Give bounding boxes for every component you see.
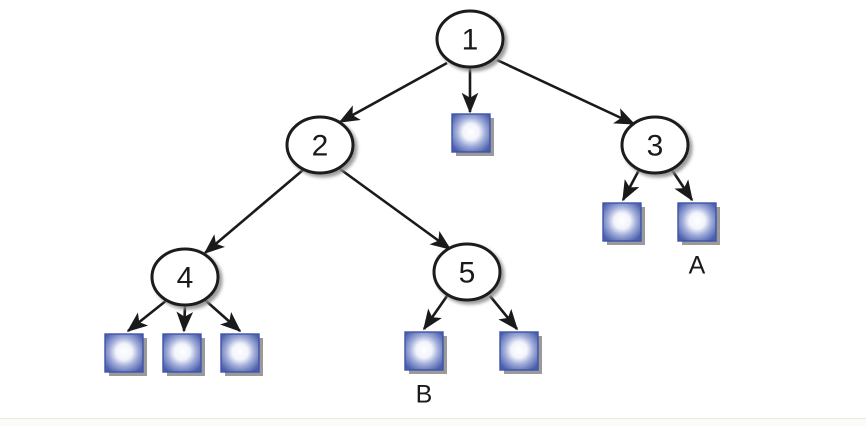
internal-node-4[interactable]: 4 [150, 247, 220, 307]
leaf-node[interactable] [677, 202, 720, 245]
node-label: 1 [462, 24, 479, 57]
node-label: 3 [647, 130, 664, 163]
leaf-caption-A: A [689, 252, 706, 280]
leaf-node[interactable] [451, 113, 494, 156]
tree-edge-n4-to-leaf-n4-c3 [204, 299, 242, 333]
footer-strip [0, 419, 866, 426]
tree-edge-n1-to-n2 [338, 61, 448, 124]
leaf-node-square[interactable] [162, 333, 202, 373]
leaf-node[interactable] [220, 333, 263, 376]
node-ellipse[interactable] [435, 9, 505, 69]
leaf-node[interactable] [602, 202, 645, 245]
leaf-node-square[interactable] [104, 333, 144, 373]
tree-edge-n3-to-leaf-n3-c1 [621, 169, 641, 202]
footer-divider [0, 418, 866, 419]
leaf-node[interactable] [162, 333, 205, 376]
tree-edge-n5-to-leaf-n5-c1 [422, 295, 449, 331]
internal-node-5[interactable]: 5 [432, 242, 502, 302]
leaf-node-square[interactable] [602, 202, 642, 242]
node-label: 5 [459, 257, 476, 290]
leaf-nodes-layer [104, 113, 720, 376]
node-ellipse[interactable] [432, 242, 502, 302]
leaf-captions-layer: AB [416, 252, 706, 409]
tree-edge-n1-to-n3 [496, 58, 636, 126]
edges-layer [126, 58, 694, 333]
tree-edge-n2-to-n5 [339, 167, 452, 251]
internal-node-1[interactable]: 1 [435, 9, 505, 69]
node-label: 4 [177, 262, 194, 295]
leaf-node-square[interactable] [220, 333, 260, 373]
tree-edge-n4-to-leaf-n4-c1 [126, 298, 168, 333]
leaf-caption-B: B [416, 381, 433, 409]
leaf-node[interactable] [404, 331, 447, 374]
node-ellipse[interactable] [150, 247, 220, 307]
tree-edge-n3-to-leaf-n3-c2 [670, 169, 694, 202]
leaf-node-square[interactable] [451, 113, 491, 153]
node-ellipse[interactable] [285, 115, 355, 175]
leaf-node[interactable] [104, 333, 147, 376]
tree-edge-n2-to-n4 [203, 169, 304, 255]
internal-nodes-layer: 1 2 3 4 5 [150, 9, 690, 307]
leaf-node[interactable] [499, 331, 542, 374]
tree-edge-n4-to-leaf-n4-c2 [176, 305, 194, 333]
node-label: 2 [312, 130, 329, 163]
tree-edge-n5-to-leaf-n5-c2 [488, 295, 519, 331]
node-ellipse[interactable] [620, 115, 690, 175]
internal-node-3[interactable]: 3 [620, 115, 690, 175]
leaf-node-square[interactable] [499, 331, 539, 371]
leaf-node-square[interactable] [404, 331, 444, 371]
internal-node-2[interactable]: 2 [285, 115, 355, 175]
leaf-node-square[interactable] [677, 202, 717, 242]
